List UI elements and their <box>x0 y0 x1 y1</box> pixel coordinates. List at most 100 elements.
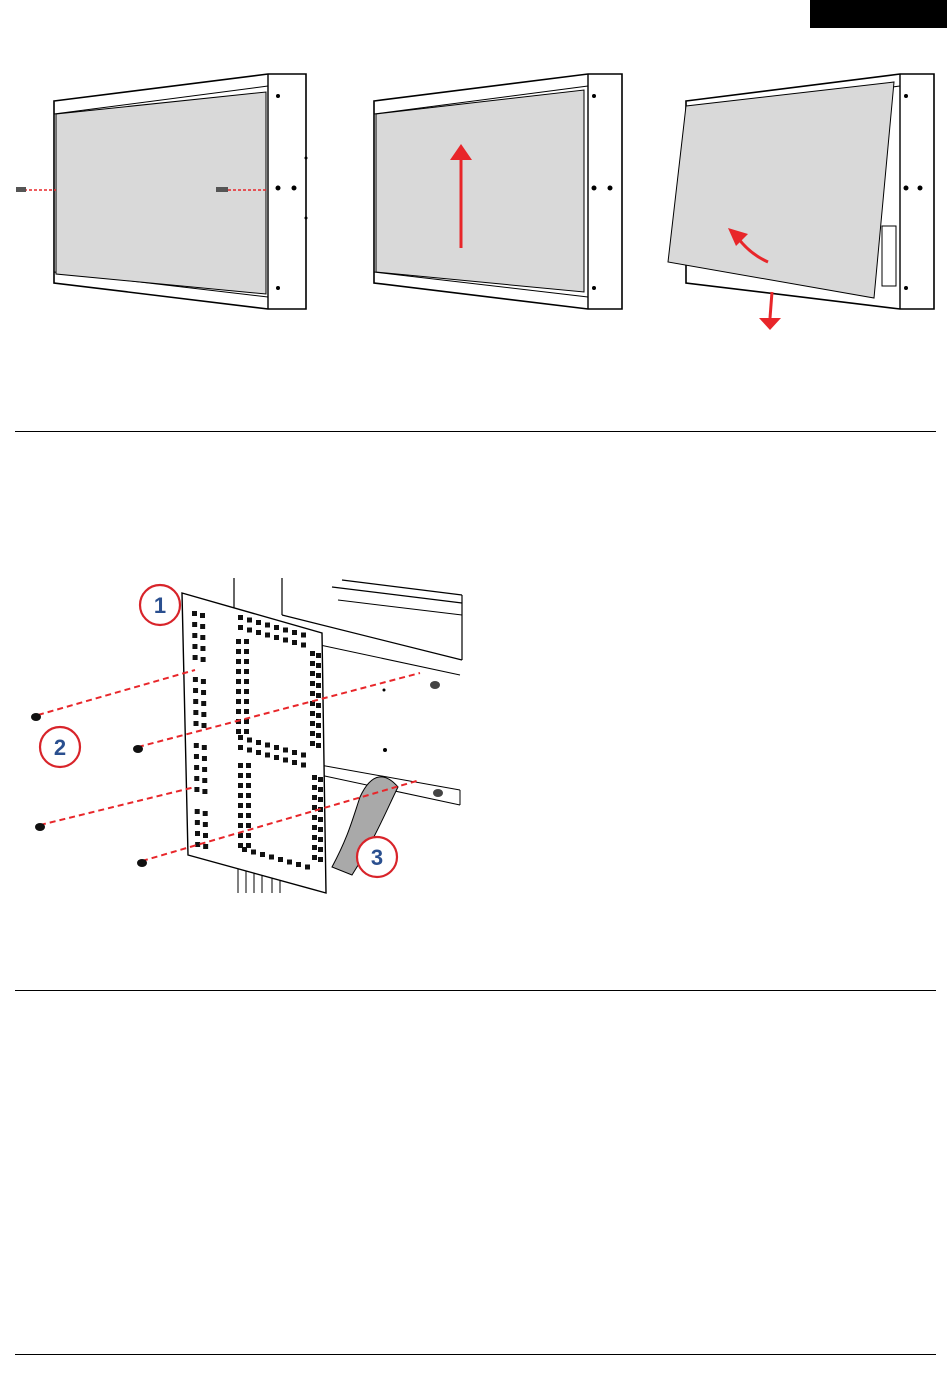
front-panel <box>56 92 266 294</box>
led-dot <box>260 852 265 857</box>
led-dot <box>195 831 200 836</box>
led-dot <box>238 823 243 828</box>
led-dot <box>274 745 279 750</box>
led-dot <box>246 763 251 768</box>
led-dot <box>193 688 198 693</box>
led-dot <box>203 811 208 816</box>
led-dot <box>193 677 198 682</box>
led-dot <box>192 611 197 616</box>
led-dot <box>192 644 197 649</box>
led-dot <box>316 743 321 748</box>
led-dot <box>292 750 297 755</box>
led-dot <box>292 760 297 765</box>
led-dot <box>238 813 243 818</box>
led-dot <box>244 669 249 674</box>
led-dot <box>278 857 283 862</box>
led-dot <box>238 745 243 750</box>
led-dot <box>244 679 249 684</box>
callout-1: 1 <box>140 585 180 625</box>
led-dot <box>318 847 323 852</box>
led-dot <box>256 620 261 625</box>
led-dot <box>283 638 288 643</box>
led-dot <box>236 649 241 654</box>
led-dot <box>247 618 252 623</box>
led-dot <box>246 783 251 788</box>
led-dot <box>256 750 261 755</box>
led-dot <box>301 643 306 648</box>
led-dot <box>318 797 323 802</box>
section-divider-2 <box>15 990 936 991</box>
led-dot <box>246 803 251 808</box>
led-dot <box>310 731 315 736</box>
led-dot <box>316 703 321 708</box>
led-dot <box>316 713 321 718</box>
led-dot <box>318 827 323 832</box>
led-dot <box>202 767 207 772</box>
led-dot <box>238 735 243 740</box>
led-dot <box>193 699 198 704</box>
led-dot <box>202 789 207 794</box>
callout-1-label: 1 <box>154 593 166 618</box>
led-dot <box>246 843 251 848</box>
step2-lift-panel-diagram <box>370 66 630 316</box>
led-dot <box>305 865 310 870</box>
led-dot <box>292 640 297 645</box>
led-dot <box>238 615 243 620</box>
led-dot <box>316 653 321 658</box>
led-dot <box>265 623 270 628</box>
led-dot <box>310 661 315 666</box>
led-dot <box>194 743 199 748</box>
step3-tilt-panel-diagram <box>664 66 944 336</box>
led-dot <box>318 837 323 842</box>
front-panel <box>668 82 894 298</box>
led-dot <box>312 785 317 790</box>
led-dot <box>265 753 270 758</box>
led-dot <box>316 733 321 738</box>
led-dot <box>200 646 205 651</box>
cabinet-frame <box>374 74 622 309</box>
led-dot <box>310 671 315 676</box>
led-dot <box>283 748 288 753</box>
led-dot <box>202 778 207 783</box>
led-module-board <box>182 593 326 893</box>
header-black-tab <box>810 0 947 28</box>
step1-remove-screws-diagram <box>10 66 310 316</box>
led-dot <box>310 691 315 696</box>
led-dot <box>246 823 251 828</box>
led-dot <box>310 711 315 716</box>
led-dot <box>312 855 317 860</box>
led-dot <box>251 850 256 855</box>
led-dot <box>244 689 249 694</box>
led-dot <box>310 741 315 746</box>
led-dot <box>194 765 199 770</box>
led-dot <box>316 663 321 668</box>
led-dot <box>200 624 205 629</box>
led-dot <box>312 845 317 850</box>
led-dot <box>274 635 279 640</box>
led-dot <box>318 857 323 862</box>
callout-2: 2 <box>40 727 80 767</box>
led-dot <box>238 763 243 768</box>
led-dot <box>238 803 243 808</box>
led-dot <box>247 738 252 743</box>
front-panel <box>376 90 584 292</box>
led-dot <box>192 622 197 627</box>
led-dot <box>318 787 323 792</box>
led-dot <box>238 843 243 848</box>
led-dot <box>202 723 207 728</box>
led-dot <box>310 681 315 686</box>
led-dot <box>301 763 306 768</box>
led-dot <box>256 630 261 635</box>
led-dot <box>202 756 207 761</box>
led-dot <box>203 844 208 849</box>
led-dot <box>316 673 321 678</box>
led-dot <box>236 709 241 714</box>
led-dot <box>201 679 206 684</box>
led-dot <box>310 721 315 726</box>
led-dot <box>236 669 241 674</box>
cabinet-frame <box>54 74 308 309</box>
callout-2-label: 2 <box>54 735 66 760</box>
led-dot <box>265 743 270 748</box>
callout-3: 3 <box>357 837 397 877</box>
led-dot <box>236 689 241 694</box>
